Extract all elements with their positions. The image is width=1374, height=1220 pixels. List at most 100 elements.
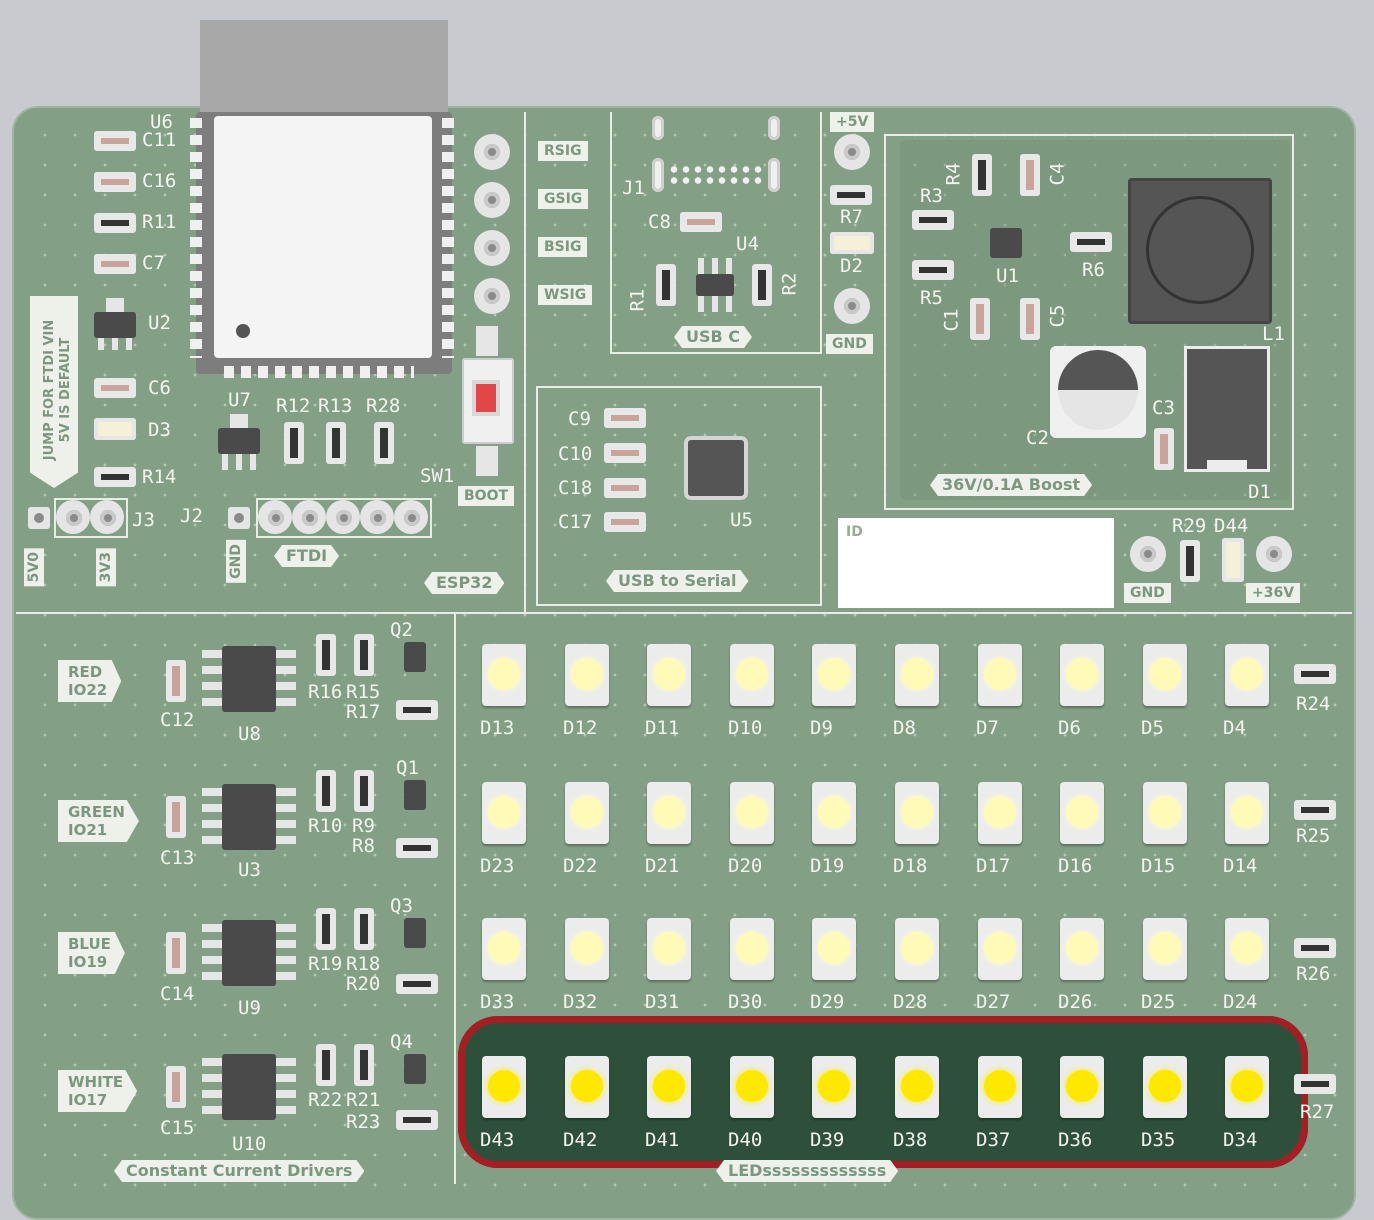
pad-36v[interactable] bbox=[1256, 536, 1292, 572]
ref-r25: R25 bbox=[1296, 825, 1331, 847]
led-d23 bbox=[482, 782, 526, 844]
pad-gsig[interactable] bbox=[474, 182, 510, 218]
j2-pin-5[interactable] bbox=[394, 500, 428, 534]
ref-u9: U9 bbox=[238, 997, 261, 1019]
ref-r7: R7 bbox=[840, 206, 863, 228]
ref-r19: R19 bbox=[308, 953, 343, 975]
label-rsig: RSIG bbox=[538, 141, 588, 161]
led-label-d4: D4 bbox=[1223, 717, 1246, 739]
led-label-d12: D12 bbox=[563, 717, 598, 739]
u8-legs-right bbox=[276, 650, 296, 710]
resistor-r29 bbox=[1180, 540, 1200, 582]
led-d8 bbox=[895, 644, 939, 706]
resistor-r1 bbox=[656, 264, 676, 306]
j2-pin-2[interactable] bbox=[292, 500, 326, 534]
boot-switch-sw1[interactable] bbox=[462, 358, 514, 444]
ref-c3: C3 bbox=[1152, 397, 1175, 419]
led-label-d31: D31 bbox=[645, 991, 680, 1013]
capacitor-c11 bbox=[94, 131, 136, 151]
resistor-r17 bbox=[396, 700, 438, 720]
j2-pin-3[interactable] bbox=[326, 500, 360, 534]
resistor-r23 bbox=[396, 1110, 438, 1130]
u8-legs-left bbox=[202, 650, 222, 710]
u4-legs-top bbox=[698, 258, 732, 274]
pad-5v[interactable] bbox=[834, 134, 870, 170]
led-d43 bbox=[482, 1056, 526, 1118]
ref-r8: R8 bbox=[352, 835, 375, 857]
ref-r5: R5 bbox=[920, 287, 943, 309]
j3-pin-1[interactable] bbox=[56, 500, 90, 534]
ref-u1: U1 bbox=[996, 265, 1019, 287]
j2-pin-gnd[interactable] bbox=[228, 507, 250, 529]
j2-pin-1[interactable] bbox=[258, 500, 292, 534]
pad-rsig[interactable] bbox=[474, 134, 510, 170]
label-wsig: WSIG bbox=[538, 285, 593, 305]
resistor-r19 bbox=[316, 908, 336, 950]
channel-white-pin: IO17 bbox=[68, 1091, 108, 1109]
resistor-r11 bbox=[94, 213, 136, 233]
led-d11 bbox=[647, 644, 691, 706]
ref-r26: R26 bbox=[1296, 963, 1331, 985]
pad-wsig[interactable] bbox=[474, 278, 510, 314]
ref-u5: U5 bbox=[730, 509, 753, 531]
u9-legs-left bbox=[202, 924, 222, 984]
j2-pin-4[interactable] bbox=[360, 500, 394, 534]
ref-r2: R2 bbox=[778, 272, 801, 296]
j3-pin-2[interactable] bbox=[90, 500, 124, 534]
ref-d1: D1 bbox=[1248, 481, 1271, 503]
label-gnd-ftdi: GND bbox=[226, 540, 246, 583]
jumper-note-line2: 5V IS DEFAULT bbox=[58, 337, 73, 443]
usb-serial-box bbox=[536, 386, 822, 606]
ref-r13: R13 bbox=[318, 395, 353, 417]
ref-r22: R22 bbox=[308, 1089, 343, 1111]
pad-bsig[interactable] bbox=[474, 230, 510, 266]
ref-c12: C12 bbox=[160, 709, 195, 731]
ref-c16: C16 bbox=[142, 170, 177, 192]
led-d24 bbox=[1225, 918, 1269, 980]
driver-u10 bbox=[222, 1054, 276, 1120]
led-label-d30: D30 bbox=[728, 991, 763, 1013]
boost-box bbox=[884, 134, 1294, 510]
ref-r1: R1 bbox=[626, 288, 649, 312]
channel-blue-tag: BLUE IO19 bbox=[58, 932, 125, 974]
led-d32 bbox=[565, 918, 609, 980]
ref-c1: C1 bbox=[940, 308, 963, 332]
capacitor-c7 bbox=[94, 254, 136, 274]
regulator-u2 bbox=[94, 312, 136, 338]
ref-u10: U10 bbox=[232, 1133, 267, 1155]
section-drivers: Constant Current Drivers bbox=[114, 1160, 364, 1182]
capacitor-c3 bbox=[1154, 428, 1174, 470]
jumper-note bbox=[30, 296, 78, 488]
channel-white-tag: WHITE IO17 bbox=[58, 1070, 138, 1112]
section-esp32: ESP32 bbox=[424, 572, 504, 594]
led-d19 bbox=[812, 782, 856, 844]
ref-r10: R10 bbox=[308, 815, 343, 837]
led-label-d36: D36 bbox=[1058, 1129, 1093, 1151]
led-label-d7: D7 bbox=[976, 717, 999, 739]
ref-r28: R28 bbox=[366, 395, 401, 417]
ref-c11: C11 bbox=[142, 129, 177, 151]
divider-vertical-left bbox=[454, 612, 456, 1184]
resistor-r5 bbox=[912, 260, 954, 280]
pad-gnd-36v[interactable] bbox=[1130, 536, 1166, 572]
pad-gnd-top[interactable] bbox=[834, 288, 870, 324]
resistor-r2 bbox=[752, 264, 772, 306]
ref-d3: D3 bbox=[148, 419, 171, 441]
led-d31 bbox=[647, 918, 691, 980]
led-label-d6: D6 bbox=[1058, 717, 1081, 739]
u7-legs bbox=[222, 454, 256, 470]
led-label-d18: D18 bbox=[893, 855, 928, 877]
j3-pin-5v0[interactable] bbox=[28, 507, 50, 529]
boost-ic-u1 bbox=[990, 228, 1022, 258]
label-gsig: GSIG bbox=[538, 189, 589, 209]
transistor-q1 bbox=[404, 780, 426, 810]
ref-j2: J2 bbox=[180, 505, 203, 527]
led-label-d22: D22 bbox=[563, 855, 598, 877]
transistor-q3 bbox=[404, 918, 426, 948]
ref-c18: C18 bbox=[558, 477, 593, 499]
u4-legs-bottom bbox=[698, 296, 732, 312]
channel-red-color: RED bbox=[68, 663, 103, 681]
led-label-d34: D34 bbox=[1223, 1129, 1258, 1151]
ref-r14: R14 bbox=[142, 466, 177, 488]
led-label-d15: D15 bbox=[1141, 855, 1176, 877]
